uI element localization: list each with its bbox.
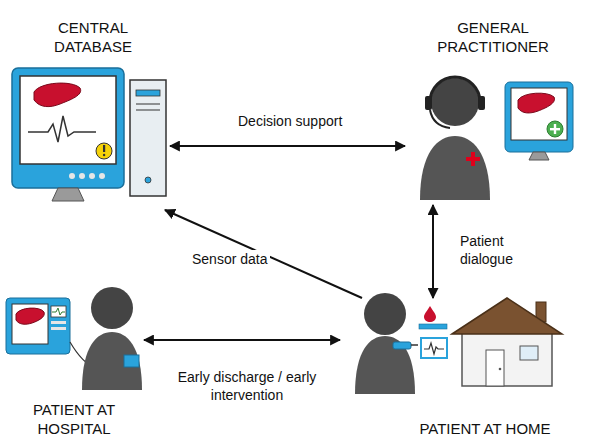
node-caption: GENERAL PRACTITIONER	[415, 18, 571, 56]
connector-label: Early discharge / early intervention	[172, 368, 322, 404]
connector-label: Patient dialogue	[458, 232, 532, 268]
connector-arrow	[432, 205, 434, 298]
house	[452, 298, 562, 386]
connector-label: Decision support	[236, 112, 344, 130]
node-caption: PATIENT AT HOME	[400, 419, 570, 438]
home-patient-node: PATIENT AT HOME	[340, 298, 565, 440]
practitioner-figure	[420, 77, 490, 200]
hospital-patient-node: PATIENT AT HOSPITAL	[4, 285, 144, 440]
practitioner-node: GENERAL PRACTITIONER	[405, 12, 577, 205]
connector-arrow	[144, 339, 340, 341]
hospital-patient	[70, 287, 142, 390]
database-node: CENTRAL DATABASE	[8, 12, 170, 210]
database-computer	[12, 68, 166, 201]
home-patient	[355, 293, 447, 394]
practitioner-monitor	[505, 82, 573, 160]
connector-arrow	[165, 210, 362, 298]
node-caption: CENTRAL DATABASE	[34, 18, 152, 56]
node-caption: PATIENT AT HOSPITAL	[16, 400, 132, 438]
connector-label: Sensor data	[190, 250, 270, 268]
connector-arrow	[170, 145, 405, 147]
hospital-monitor	[6, 298, 70, 354]
